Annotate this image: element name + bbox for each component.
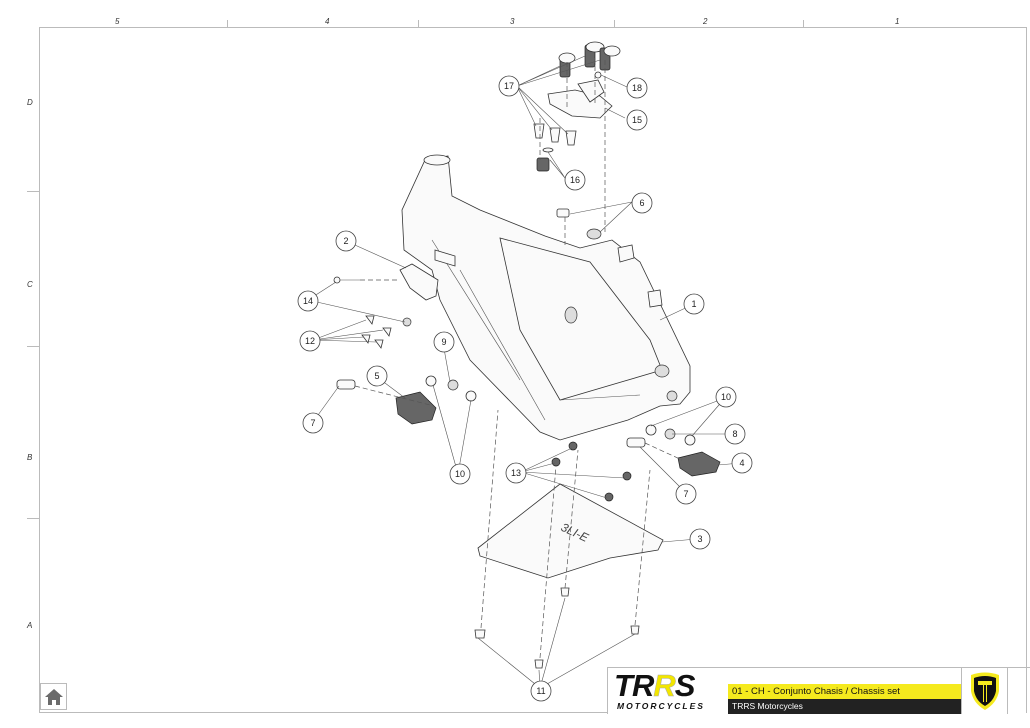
assembly-lines bbox=[354, 58, 683, 659]
callout-11[interactable]: 11 bbox=[530, 680, 552, 702]
svg-text:1: 1 bbox=[691, 299, 696, 309]
callout-1[interactable]: 1 bbox=[683, 293, 705, 315]
title-blank-cell bbox=[728, 668, 961, 684]
svg-text:8: 8 bbox=[732, 429, 737, 439]
callout-4[interactable]: 4 bbox=[731, 452, 753, 474]
svg-text:3: 3 bbox=[697, 534, 702, 544]
row-divider bbox=[27, 191, 39, 192]
callout-3[interactable]: 3 bbox=[689, 528, 711, 550]
svg-text:14: 14 bbox=[303, 296, 313, 306]
row-divider bbox=[27, 518, 39, 519]
left-bracket bbox=[333, 263, 439, 349]
column-label: 5 bbox=[115, 17, 120, 26]
svg-text:11: 11 bbox=[536, 686, 545, 696]
nuts bbox=[551, 441, 632, 502]
shield-logo-cell bbox=[961, 668, 1008, 714]
trrs-logo: TRRS MOTORCYCLES bbox=[608, 668, 728, 714]
svg-text:7: 7 bbox=[683, 489, 688, 499]
svg-text:6: 6 bbox=[639, 198, 644, 208]
row-label: B bbox=[27, 453, 33, 462]
svg-text:16: 16 bbox=[570, 175, 580, 185]
svg-text:4: 4 bbox=[739, 458, 744, 468]
callout-13[interactable]: 13 bbox=[505, 462, 527, 484]
frame-bottom-border bbox=[39, 712, 607, 713]
column-divider bbox=[803, 20, 804, 27]
drawing-frame bbox=[39, 27, 1027, 713]
callout-17[interactable]: 17 bbox=[498, 75, 520, 97]
svg-text:17: 17 bbox=[504, 81, 514, 91]
top-bracket-assembly bbox=[533, 41, 621, 172]
svg-text:15: 15 bbox=[632, 115, 642, 125]
row-label: D bbox=[27, 98, 33, 107]
logo-wordmark: TRRS bbox=[614, 668, 695, 703]
row-label: A bbox=[27, 621, 33, 630]
callout-16[interactable]: 16 bbox=[564, 169, 586, 191]
svg-text:5: 5 bbox=[374, 371, 379, 381]
column-label: 3 bbox=[510, 17, 515, 26]
svg-text:10: 10 bbox=[455, 469, 465, 479]
row-divider bbox=[27, 346, 39, 347]
svg-text:18: 18 bbox=[632, 83, 642, 93]
company-name: TRRS Motorcycles bbox=[728, 699, 961, 714]
callout-9[interactable]: 9 bbox=[433, 331, 455, 353]
callout-6[interactable]: 6 bbox=[631, 192, 653, 214]
row-label: C bbox=[27, 280, 33, 289]
svg-text:13: 13 bbox=[511, 468, 521, 478]
title-block: TRRS MOTORCYCLES 01 - CH - Conjunto Chas… bbox=[607, 667, 1030, 714]
column-divider bbox=[614, 20, 615, 27]
home-icon bbox=[44, 688, 63, 705]
callout-10-right[interactable]: 10 bbox=[715, 386, 737, 408]
callout-8[interactable]: 8 bbox=[724, 423, 746, 445]
column-label: 4 bbox=[325, 17, 330, 26]
callout-14[interactable]: 14 bbox=[297, 290, 319, 312]
callout-7-left[interactable]: 7 bbox=[302, 412, 324, 434]
svg-text:2: 2 bbox=[343, 236, 348, 246]
callout-15[interactable]: 15 bbox=[626, 109, 648, 131]
drawing-title: 01 - CH - Conjunto Chasis / Chassis set bbox=[728, 684, 961, 699]
skid-screws bbox=[474, 587, 640, 669]
column-divider bbox=[227, 20, 228, 27]
column-label: 1 bbox=[895, 17, 900, 26]
frame-part bbox=[401, 154, 691, 441]
callout-5[interactable]: 5 bbox=[366, 365, 388, 387]
right-footpeg bbox=[626, 424, 721, 477]
home-button[interactable] bbox=[40, 683, 67, 710]
callout-7-right[interactable]: 7 bbox=[675, 483, 697, 505]
callout-2[interactable]: 2 bbox=[335, 230, 357, 252]
column-label: 2 bbox=[703, 17, 708, 26]
callout-10-left[interactable]: 10 bbox=[449, 463, 471, 485]
shield-logo-icon bbox=[970, 672, 999, 710]
callout-18[interactable]: 18 bbox=[626, 77, 648, 99]
svg-text:7: 7 bbox=[310, 418, 315, 428]
callout-12[interactable]: 12 bbox=[299, 330, 321, 352]
logo-subtitle: MOTORCYCLES bbox=[617, 701, 705, 711]
svg-text:12: 12 bbox=[305, 336, 315, 346]
mount-bushings bbox=[556, 208, 602, 240]
leader-lines bbox=[307, 55, 742, 689]
svg-text:10: 10 bbox=[721, 392, 731, 402]
column-divider bbox=[418, 20, 419, 27]
left-footpeg bbox=[336, 375, 477, 425]
svg-text:9: 9 bbox=[441, 337, 446, 347]
